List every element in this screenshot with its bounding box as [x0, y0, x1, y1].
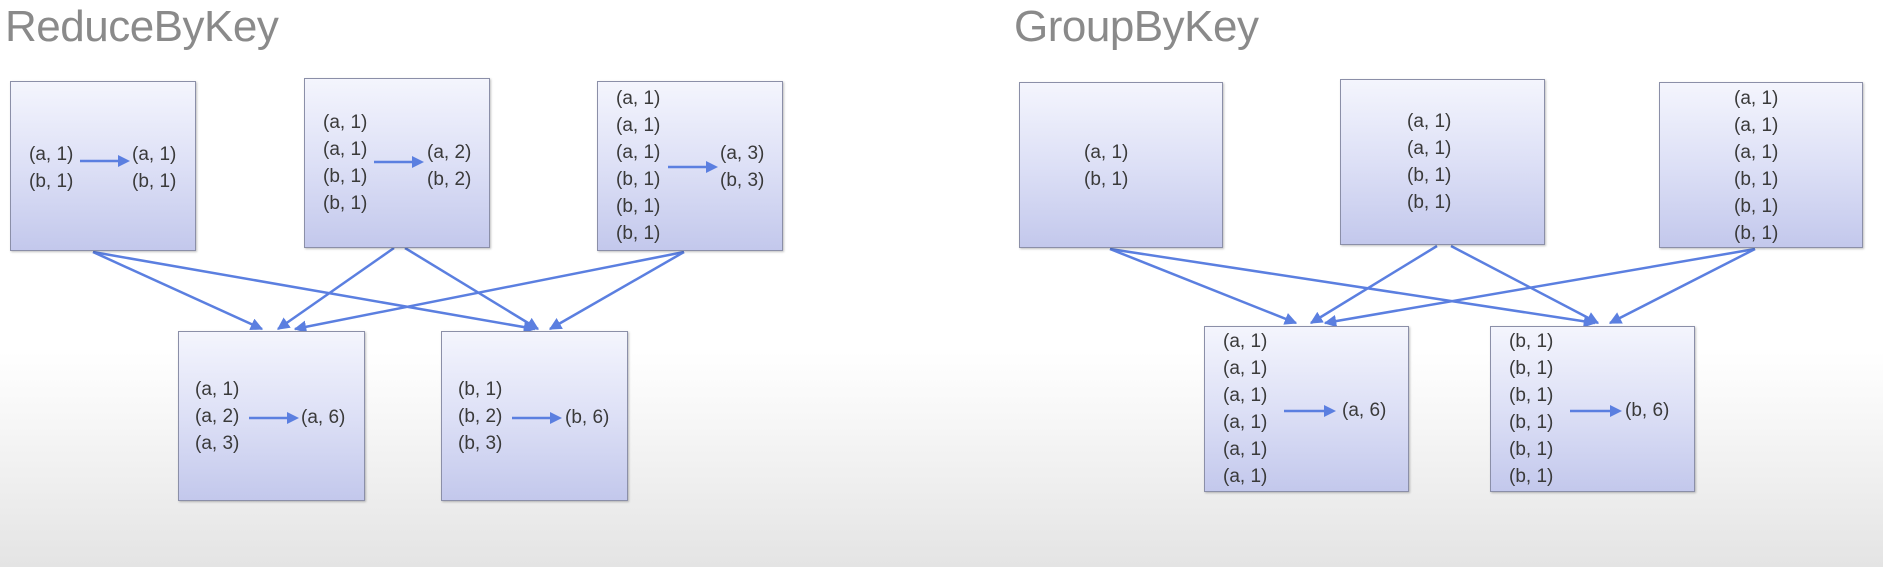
pair: (a, 3)	[720, 143, 765, 164]
group-output-partition-a: (a, 1) (a, 1) (a, 1) (a, 1) (a, 1) (a, 1…	[1204, 326, 1409, 492]
pair: (b, 1)	[1734, 223, 1779, 244]
reduce-arrow-icon	[249, 412, 299, 424]
pair: (a, 1)	[29, 144, 74, 165]
combine-arrow-icon	[668, 161, 718, 173]
pair: (b, 1)	[1407, 165, 1452, 186]
pair: (a, 1)	[195, 379, 240, 400]
reduce-arrow-icon	[512, 412, 562, 424]
reduce-map-partition-1: (a, 1) (b, 1) (a, 1) (b, 1)	[10, 81, 196, 251]
pair: (a, 1)	[1223, 439, 1268, 460]
pair: (b, 1)	[1509, 385, 1554, 406]
pair: (b, 3)	[720, 170, 765, 191]
reduce-title: ReduceByKey	[5, 2, 279, 51]
pair: (a, 3)	[195, 433, 240, 454]
group-map-partition-3: (a, 1) (a, 1) (a, 1) (b, 1) (b, 1) (b, 1…	[1659, 82, 1863, 248]
group-arrow-icon	[1284, 405, 1336, 417]
pair: (a, 1)	[616, 115, 661, 136]
pair: (b, 1)	[1509, 358, 1554, 379]
pair: (b, 1)	[1509, 412, 1554, 433]
pair: (b, 1)	[1734, 196, 1779, 217]
group-output-partition-b: (b, 1) (b, 1) (b, 1) (b, 1) (b, 1) (b, 1…	[1490, 326, 1695, 492]
group-shuffle-arrow	[1450, 244, 1600, 325]
group-title: GroupByKey	[1014, 2, 1259, 51]
grouped-value: (b, 6)	[1625, 400, 1670, 421]
pair: (b, 1)	[323, 193, 368, 214]
pair: (a, 1)	[1734, 115, 1779, 136]
pair: (b, 1)	[616, 223, 661, 244]
pair: (a, 2)	[427, 142, 472, 163]
reduce-output-partition-a: (a, 1) (a, 2) (a, 3) (a, 6)	[178, 331, 365, 501]
reduced-value: (b, 6)	[565, 407, 610, 428]
reduce-shuffle-arrow	[276, 246, 395, 331]
reduce-shuffle-arrow	[293, 250, 685, 333]
group-arrow-icon	[1570, 405, 1622, 417]
combine-arrow-icon	[374, 156, 424, 168]
pair: (a, 1)	[1407, 111, 1452, 132]
pair: (b, 1)	[1407, 192, 1452, 213]
pair: (a, 1)	[323, 139, 368, 160]
reduce-shuffle-arrow	[404, 246, 540, 331]
pair: (b, 1)	[458, 379, 503, 400]
group-shuffle-arrow	[1309, 244, 1438, 325]
group-shuffle-arrow	[1608, 247, 1756, 325]
reduce-map-partition-2: (a, 1) (a, 1) (b, 1) (b, 1) (a, 2) (b, 2…	[304, 78, 490, 248]
pair: (a, 1)	[1734, 142, 1779, 163]
pair: (a, 1)	[616, 142, 661, 163]
pair: (a, 1)	[1084, 142, 1129, 163]
reduce-output-partition-b: (b, 1) (b, 2) (b, 3) (b, 6)	[441, 331, 628, 501]
pair: (a, 1)	[1223, 358, 1268, 379]
pair: (a, 1)	[132, 144, 177, 165]
pair: (a, 1)	[323, 112, 368, 133]
pair: (b, 2)	[458, 406, 503, 427]
reduce-shuffle-arrow	[548, 250, 685, 331]
combine-arrow-icon	[80, 155, 130, 167]
group-shuffle-arrow	[1109, 247, 1298, 325]
pair: (a, 1)	[1223, 385, 1268, 406]
group-shuffle-arrow	[1323, 247, 1756, 328]
pair: (b, 2)	[427, 169, 472, 190]
pair: (a, 1)	[1223, 466, 1268, 487]
grouped-value: (a, 6)	[1342, 400, 1387, 421]
reduce-shuffle-arrow	[92, 250, 264, 331]
pair: (b, 1)	[1509, 466, 1554, 487]
group-map-partition-2: (a, 1) (a, 1) (b, 1) (b, 1)	[1340, 79, 1545, 245]
pair: (a, 2)	[195, 406, 240, 427]
pair: (b, 1)	[132, 171, 177, 192]
pair: (b, 1)	[1084, 169, 1129, 190]
pair: (b, 1)	[29, 171, 74, 192]
pair: (b, 1)	[1734, 169, 1779, 190]
reduce-map-partition-3: (a, 1) (a, 1) (a, 1) (b, 1) (b, 1) (b, 1…	[597, 81, 783, 251]
pair: (b, 1)	[1509, 439, 1554, 460]
pair: (b, 1)	[616, 196, 661, 217]
pair: (a, 1)	[616, 88, 661, 109]
pair: (a, 1)	[1407, 138, 1452, 159]
group-map-partition-1: (a, 1) (b, 1)	[1019, 82, 1223, 248]
pair: (b, 1)	[323, 166, 368, 187]
pair: (a, 1)	[1734, 88, 1779, 109]
pair: (a, 1)	[1223, 331, 1268, 352]
pair: (a, 1)	[1223, 412, 1268, 433]
reduced-value: (a, 6)	[301, 407, 346, 428]
group-shuffle-arrow	[1109, 247, 1597, 328]
pair: (b, 1)	[1509, 331, 1554, 352]
pair: (b, 3)	[458, 433, 503, 454]
pair: (b, 1)	[616, 169, 661, 190]
reduce-shuffle-arrow	[92, 250, 537, 334]
